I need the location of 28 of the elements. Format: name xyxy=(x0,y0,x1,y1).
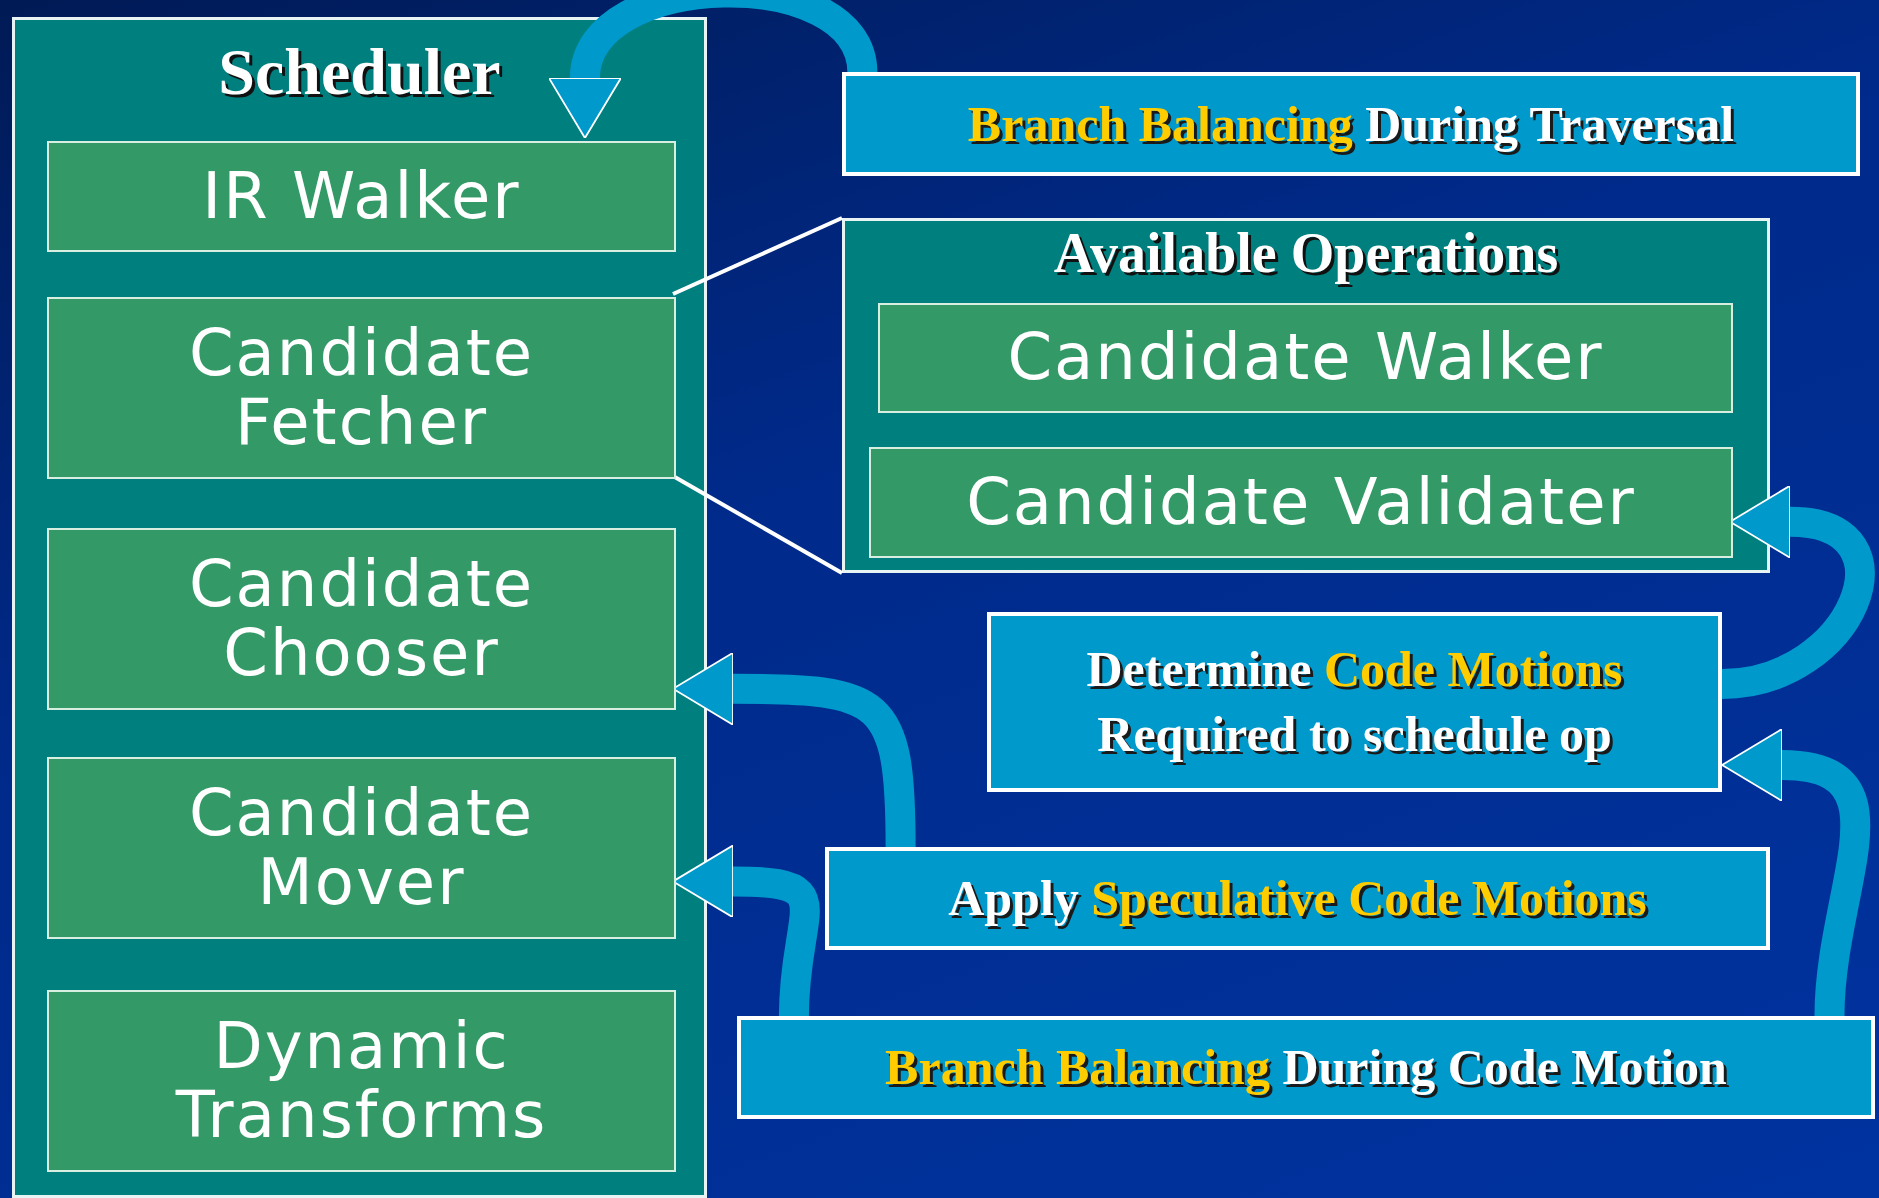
component-label: Candidate Chooser xyxy=(187,549,536,689)
component-label: Candidate Fetcher xyxy=(187,318,536,458)
component-label: Candidate Walker xyxy=(1007,323,1604,393)
component-box xyxy=(869,447,1733,558)
panel-heading: Scheduler xyxy=(217,34,502,110)
component-box xyxy=(47,297,676,479)
step-box xyxy=(987,612,1722,792)
group-panel xyxy=(12,17,707,1198)
group-panel xyxy=(842,218,1770,573)
curved-arrow xyxy=(1721,728,1871,1017)
step-label: Determine Code Motions Required to schedule op xyxy=(1085,640,1624,764)
step-box xyxy=(737,1016,1875,1119)
step-label: Apply Speculative Code Motions xyxy=(948,869,1647,928)
component-box xyxy=(47,757,676,939)
component-box xyxy=(878,303,1733,413)
component-label: Candidate Mover xyxy=(187,778,536,918)
step-box xyxy=(842,72,1860,176)
step-label: Branch Balancing During Traversal xyxy=(967,94,1735,154)
component-label: IR Walker xyxy=(202,161,521,232)
component-label: Candidate Validater xyxy=(966,467,1636,538)
component-label: Dynamic Transforms xyxy=(174,1011,549,1151)
connector-line xyxy=(672,216,843,296)
panel-heading: Available Operations xyxy=(1052,221,1560,285)
component-box xyxy=(47,528,676,710)
step-label: Branch Balancing During Code Motion xyxy=(885,1038,1727,1097)
component-box xyxy=(47,990,676,1172)
component-box xyxy=(47,141,676,252)
step-box xyxy=(825,847,1770,950)
